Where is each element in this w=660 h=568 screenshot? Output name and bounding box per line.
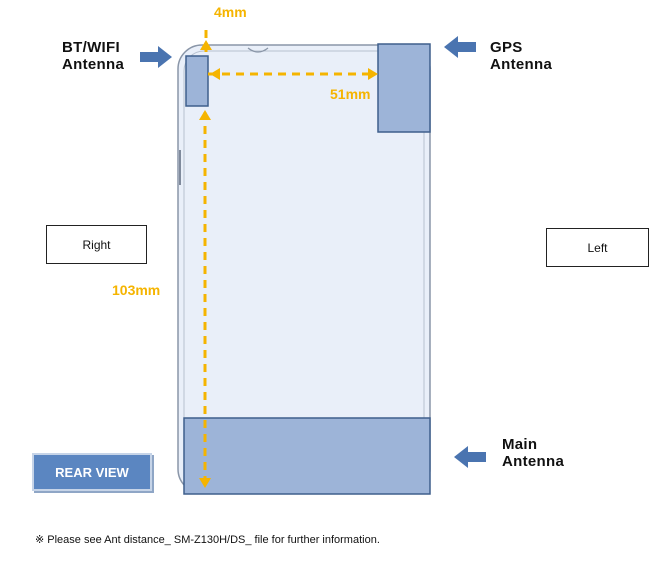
gps-label-line2: Antenna [490, 56, 553, 73]
top-distance-label: 4mm [214, 4, 247, 20]
vertical-top-arrowhead [199, 110, 211, 120]
gps-antenna-label: GPS Antenna [490, 39, 552, 73]
right-side-label: Right [46, 225, 147, 264]
gps-antenna-region [377, 43, 431, 133]
bt-wifi-antenna-region [185, 55, 209, 107]
phone-top-notch [247, 47, 269, 53]
bt-wifi-label-line1: BT/WIFI [62, 39, 120, 56]
main-label-line1: Main [502, 436, 538, 453]
bt-wifi-label-line2: Antenna [62, 56, 125, 73]
dimension-lines [203, 30, 372, 482]
main-antenna-label: Main Antenna [502, 436, 564, 470]
horizontal-left-arrowhead [210, 68, 220, 80]
dimension-arrowheads [199, 40, 378, 488]
rear-view-badge: REAR VIEW [32, 453, 152, 491]
bt-wifi-pointer-arrow [140, 46, 172, 68]
horizontal-distance-label: 51mm [330, 86, 371, 102]
left-side-label: Left [546, 228, 649, 267]
gps-label-line1: GPS [490, 39, 523, 56]
footnote: ※ Please see Ant distance_ SM-Z130H/DS_ … [35, 534, 380, 546]
main-pointer-arrow [454, 446, 486, 468]
bt-wifi-antenna-label: BT/WIFI Antenna [62, 39, 124, 73]
main-label-line2: Antenna [502, 453, 565, 470]
vertical-distance-label: 103mm [112, 282, 161, 298]
vertical-bottom-arrowhead [199, 478, 211, 488]
gps-pointer-arrow [444, 36, 476, 58]
horizontal-right-arrowhead [368, 68, 378, 80]
main-antenna-region [183, 417, 431, 495]
top-distance-arrowhead [200, 40, 212, 50]
